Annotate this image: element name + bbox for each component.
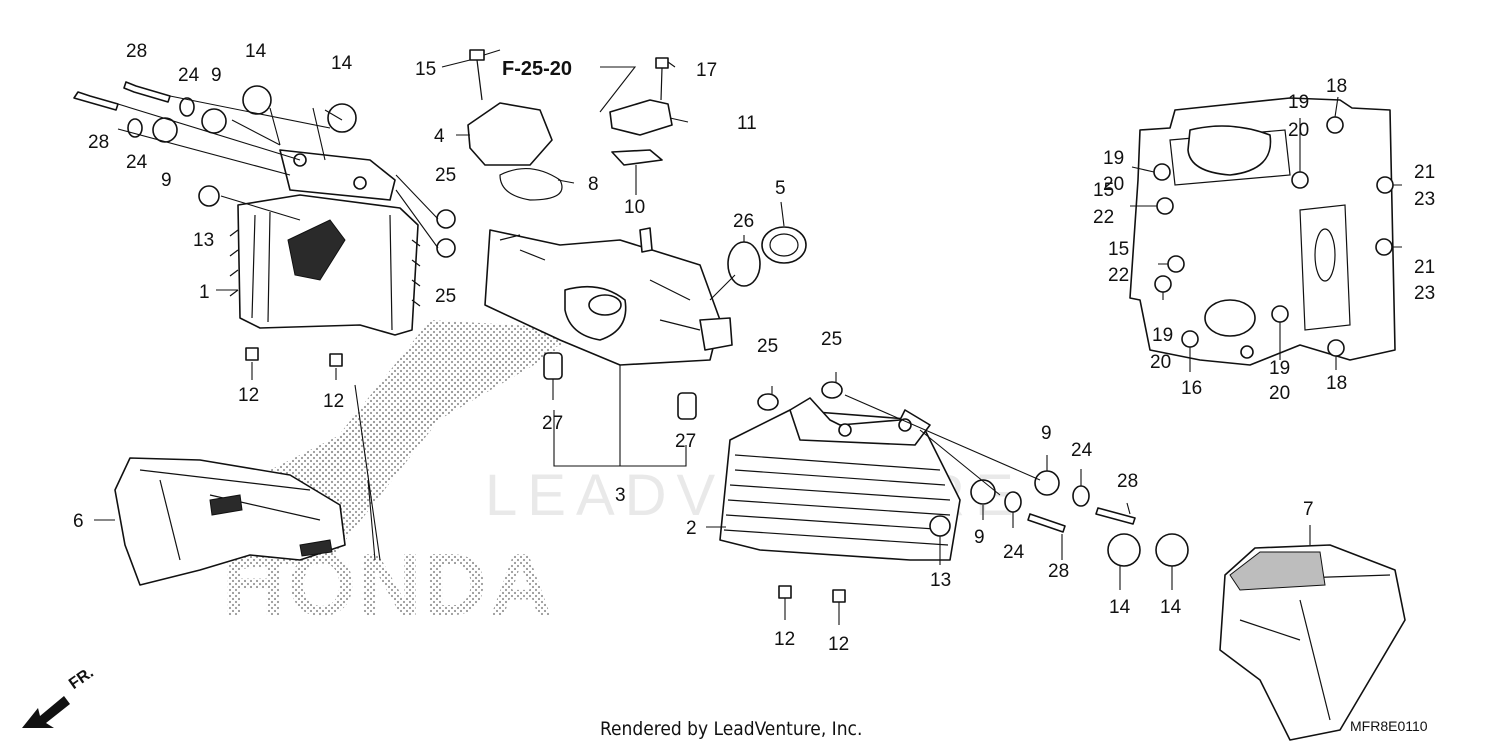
callout-12: 12 <box>774 629 795 650</box>
callout-22: 22 <box>1093 207 1114 228</box>
part-2-cylinder <box>719 397 961 561</box>
callout-12: 12 <box>323 391 344 412</box>
callout-24: 24 <box>126 152 148 173</box>
callout-14: 14 <box>245 41 267 62</box>
callout-20: 20 <box>1288 120 1309 141</box>
callout-3: 3 <box>615 485 626 506</box>
callout-27: 27 <box>675 431 696 452</box>
callout-14: 14 <box>331 53 353 74</box>
callout-20: 20 <box>1269 383 1290 404</box>
callout-23: 23 <box>1414 283 1435 304</box>
callout-25: 25 <box>435 165 456 186</box>
part-3-cylinder-head <box>484 227 733 366</box>
part-7-side-cover <box>1219 544 1406 741</box>
callout-7: 7 <box>1303 499 1314 520</box>
callout-27: 27 <box>542 413 563 434</box>
callout-13: 13 <box>930 570 951 591</box>
hardware-parts <box>73 49 1189 603</box>
callout-25: 25 <box>435 286 456 307</box>
callout-28: 28 <box>1117 471 1138 492</box>
footer-credit: Rendered by LeadVenture, Inc. <box>600 718 863 740</box>
callout-2: 2 <box>686 518 697 539</box>
callout-15: 15 <box>1108 239 1129 260</box>
callout-21: 21 <box>1414 162 1435 183</box>
callout-14: 14 <box>1160 597 1182 618</box>
callout-1: 1 <box>199 282 210 303</box>
callout-19: 19 <box>1103 148 1124 169</box>
callout-19: 19 <box>1152 325 1173 346</box>
callout-15: 15 <box>1093 180 1114 201</box>
callout-15: 15 <box>415 59 436 80</box>
diagram-code: MFR8E0110 <box>1350 718 1428 734</box>
reference-f-25-20: F-25-20 <box>502 58 572 80</box>
front-direction-arrow <box>22 696 70 728</box>
callout-23: 23 <box>1414 189 1435 210</box>
callout-12: 12 <box>238 385 259 406</box>
callout-24: 24 <box>1003 542 1025 563</box>
callout-10: 10 <box>624 197 645 218</box>
callouts: 28 28 24 24 9 9 14 14 15 F-25-20 17 4 11… <box>73 41 1435 655</box>
callout-13: 13 <box>193 230 214 251</box>
honda-wing-stripe <box>270 345 560 500</box>
callout-4: 4 <box>434 126 445 147</box>
callout-19: 19 <box>1269 358 1290 379</box>
callout-22: 22 <box>1108 265 1129 286</box>
callout-6: 6 <box>73 511 84 532</box>
callout-20: 20 <box>1150 352 1171 373</box>
callout-26: 26 <box>733 211 754 232</box>
callout-9: 9 <box>161 170 172 191</box>
callout-28: 28 <box>126 41 147 62</box>
callout-18: 18 <box>1326 373 1347 394</box>
callout-21: 21 <box>1414 257 1435 278</box>
callout-16: 16 <box>1181 378 1202 399</box>
callout-24: 24 <box>1071 440 1093 461</box>
callout-19: 19 <box>1288 92 1309 113</box>
part-6-side-cover <box>114 457 346 586</box>
callout-9: 9 <box>974 527 985 548</box>
callout-9: 9 <box>1041 423 1052 444</box>
callout-28: 28 <box>1048 561 1069 582</box>
callout-11: 11 <box>737 113 757 134</box>
callout-25: 25 <box>757 336 778 357</box>
callout-5: 5 <box>775 178 786 199</box>
leader-lines <box>94 49 1402 625</box>
part-1-head-cover <box>229 149 421 336</box>
callout-25: 25 <box>821 329 842 350</box>
callout-18: 18 <box>1326 76 1347 97</box>
callout-28: 28 <box>88 132 109 153</box>
callout-8: 8 <box>588 174 599 195</box>
callout-14: 14 <box>1109 597 1131 618</box>
callout-17: 17 <box>696 60 717 81</box>
callout-12: 12 <box>828 634 849 655</box>
callout-24: 24 <box>178 65 200 86</box>
callout-20: 20 <box>1103 174 1124 195</box>
callout-9: 9 <box>211 65 222 86</box>
